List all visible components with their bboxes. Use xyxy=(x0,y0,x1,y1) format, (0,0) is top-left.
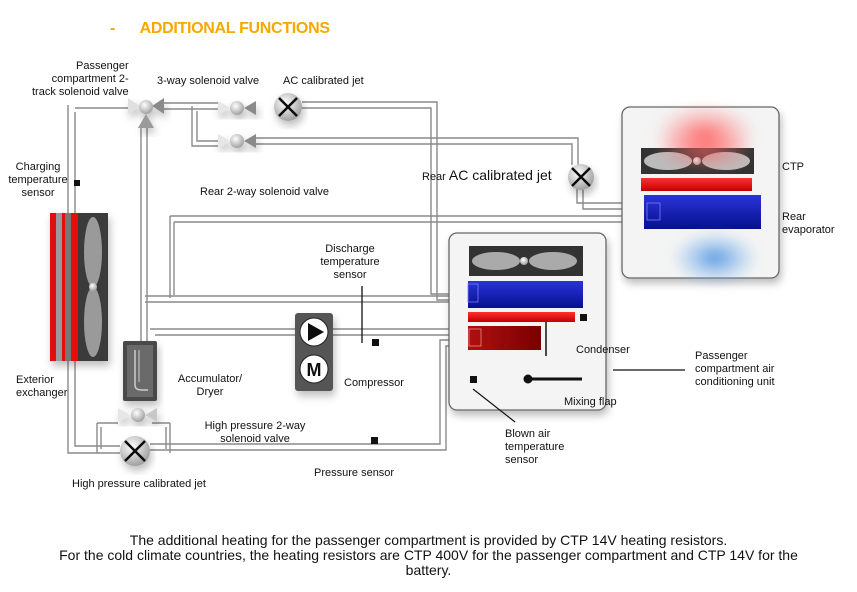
three-way-valve-icon xyxy=(218,101,256,115)
label-pressure-sensor: Pressure sensor xyxy=(314,467,395,479)
label-exterior-exchanger: Exterior exchanger xyxy=(16,374,67,400)
rear-unit xyxy=(621,103,780,286)
caption-line-2: For the cold climate countries, the heat… xyxy=(59,547,798,563)
passenger-ac-unit xyxy=(448,232,685,423)
rear-ctp-heater xyxy=(641,178,752,191)
label-hp-calibrated-jet: High pressure calibrated jet xyxy=(72,478,206,490)
label-condenser: Condenser xyxy=(576,344,630,356)
pipe-center-vertical xyxy=(140,125,148,345)
title-bullet: - xyxy=(110,20,116,37)
label-line: Accumulator/ xyxy=(177,373,243,385)
label-line: Charging xyxy=(15,161,61,173)
label-line: sensor xyxy=(21,187,55,199)
label-ctp: CTP xyxy=(782,161,804,173)
label-line: Rear xyxy=(782,211,806,223)
pipe-rear-valve xyxy=(256,137,579,165)
caption: The additional heating for the passenger… xyxy=(0,533,857,578)
label-rear-ac-jet: Rear AC calibrated jet xyxy=(422,167,552,185)
passenger-2track-valve-icon xyxy=(128,98,164,128)
hp-calibrated-jet-icon xyxy=(120,436,150,466)
label-3way-valve: 3-way solenoid valve xyxy=(157,75,260,87)
accumulator-dryer xyxy=(123,341,157,401)
pipe-rear-evap-a xyxy=(170,215,641,223)
label-line: exchanger xyxy=(16,387,68,399)
label-mixing-flap: Mixing flap xyxy=(564,396,617,408)
blown-air-sensor-dot xyxy=(470,376,477,383)
label-blown-air-sensor: Blown air temperature sensor xyxy=(505,428,564,467)
ac-calibrated-jet-icon xyxy=(274,93,302,121)
label-line: temperature xyxy=(505,441,565,453)
title-text: ADDITIONAL FUNCTIONS xyxy=(139,20,330,37)
pressure-sensor-dot xyxy=(371,437,378,444)
label-accumulator-dryer: Accumulator/ Dryer xyxy=(174,373,246,399)
label-line: conditioning unit xyxy=(695,376,775,388)
ctp-heater xyxy=(468,312,575,322)
label-passenger-ac-unit: Passenger compartment air conditioning u… xyxy=(695,350,775,389)
label-line: sensor xyxy=(505,454,539,466)
charging-temp-sensor-dot xyxy=(74,180,80,186)
condenser-sensor-dot xyxy=(580,314,587,321)
label-passenger-2track-valve: Passenger compartment 2- track solenoid … xyxy=(32,60,129,99)
label-line: Dryer xyxy=(196,386,224,398)
label-line: Passenger xyxy=(695,350,748,362)
pipe-hp-bypass xyxy=(96,422,171,453)
label-line: compartment 2- xyxy=(51,73,129,85)
rear-ac-jet-icon xyxy=(568,164,594,190)
label-line: temperature xyxy=(320,256,380,268)
caption-line-3: battery. xyxy=(405,562,452,578)
label-line: temperature xyxy=(8,174,68,186)
label-line: Passenger xyxy=(76,60,129,72)
label-line: evaporator xyxy=(782,224,835,236)
label-line: solenoid valve xyxy=(220,433,290,445)
label-line: compartment air xyxy=(695,363,775,375)
pipe-evap-in xyxy=(145,295,466,303)
section-title: - ADDITIONAL FUNCTIONS xyxy=(110,20,330,38)
label-line: track solenoid valve xyxy=(32,86,129,98)
label-line: Blown air xyxy=(505,428,551,440)
label-line: sensor xyxy=(333,269,367,281)
label-rear-jet-text: AC calibrated jet xyxy=(448,167,552,183)
label-rear-prefix: Rear xyxy=(422,171,446,183)
pipe-compressor xyxy=(150,328,466,336)
label-hp-2way-valve: High pressure 2-way solenoid valve xyxy=(198,420,312,446)
label-compressor: Compressor xyxy=(344,377,404,389)
rear-evaporator xyxy=(644,195,761,229)
exterior-exchanger xyxy=(50,213,108,361)
pipe-rear-evap-b xyxy=(169,216,175,298)
rear-2way-valve-icon xyxy=(218,134,256,148)
pump-icon xyxy=(308,323,324,341)
label-line: High pressure 2-way xyxy=(204,420,306,432)
refrigerant-pipes xyxy=(67,101,641,454)
hp-2way-valve-icon xyxy=(118,408,157,422)
pipe-top-a xyxy=(163,102,218,110)
pipe-branch-rear xyxy=(191,106,218,147)
compressor: M xyxy=(295,313,333,391)
label-discharge-temp-sensor: Discharge temperature sensor xyxy=(315,243,385,282)
motor-icon: M xyxy=(307,360,322,380)
label-charging-temp-sensor: Charging temperature sensor xyxy=(6,161,70,200)
label-line: Discharge xyxy=(325,243,375,255)
label-line: Exterior xyxy=(16,374,54,386)
label-rear-evaporator: Rear evaporator xyxy=(782,211,835,237)
label-ac-calibrated-jet: AC calibrated jet xyxy=(283,75,364,87)
discharge-temp-sensor-dot xyxy=(372,339,379,346)
caption-line-1: The additional heating for the passenger… xyxy=(129,532,728,548)
label-rear-2way-valve: Rear 2-way solenoid valve xyxy=(200,186,330,198)
evaporator xyxy=(468,281,583,308)
